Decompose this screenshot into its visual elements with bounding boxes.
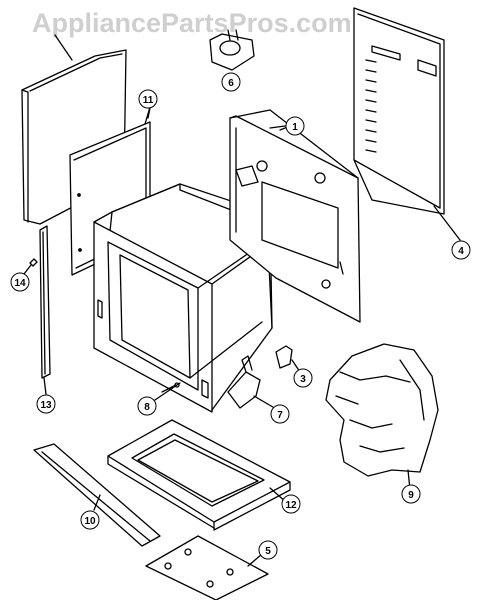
- callout-8: 8: [137, 396, 157, 416]
- callout-9: 9: [401, 484, 421, 504]
- callout-label-10: 10: [84, 516, 96, 527]
- callout-12: 12: [281, 494, 301, 514]
- callout-label-8: 8: [144, 402, 150, 413]
- callout-1: 1: [285, 116, 305, 136]
- callout-label-14: 14: [14, 278, 26, 289]
- oven-bottom: [107, 419, 291, 531]
- callout-label-13: 13: [40, 400, 52, 411]
- callout-label-11: 11: [143, 95, 154, 106]
- callout-label-9: 9: [408, 490, 414, 501]
- callout-7: 7: [270, 404, 290, 424]
- callout-label-6: 6: [228, 78, 234, 89]
- bracket: [275, 345, 301, 373]
- thermostat: [209, 29, 255, 71]
- screw: [23, 258, 38, 275]
- watermark: AppliancePartsPros.com: [32, 8, 352, 38]
- back-cover: [353, 7, 461, 241]
- callout-3: 3: [293, 368, 313, 388]
- trim-strip: [39, 225, 51, 395]
- insulation-blanket: [325, 343, 439, 491]
- callout-label-4: 4: [458, 246, 464, 257]
- callout-label-3: 3: [300, 374, 306, 385]
- callout-10: 10: [80, 510, 100, 530]
- rear-panel: [229, 109, 361, 323]
- callout-4: 4: [451, 240, 471, 260]
- callout-11: 11: [138, 89, 158, 109]
- callout-14: 14: [10, 272, 30, 292]
- callout-label-1: 1: [292, 122, 298, 133]
- callouts: 1 3 4 5 6 7 8 9 10 11 12 13 14: [10, 72, 471, 560]
- callout-13: 13: [36, 394, 56, 414]
- callout-6: 6: [221, 72, 241, 92]
- oven-cavity: [93, 183, 273, 413]
- callout-label-5: 5: [265, 546, 271, 557]
- bottom-trim: [33, 443, 161, 547]
- callout-label-12: 12: [285, 500, 297, 511]
- cover-plate: [145, 535, 269, 600]
- callout-5: 5: [258, 540, 278, 560]
- callout-label-7: 7: [277, 410, 283, 421]
